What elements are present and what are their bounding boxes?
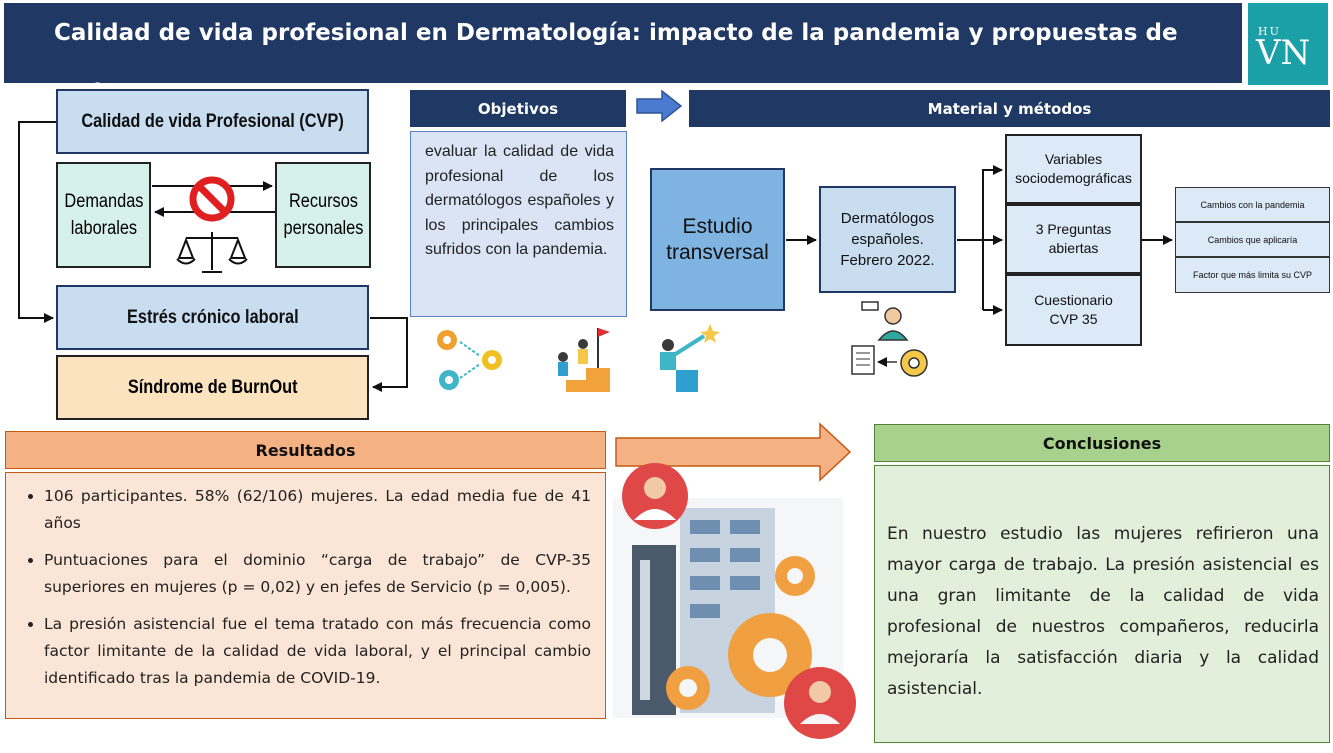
teamwork-stairs-icon — [546, 328, 610, 392]
cvp-box: Calidad de vida Profesional (CVP) — [56, 89, 369, 154]
dermatologos-box: Dermatólogos españoles. Febrero 2022. — [819, 186, 956, 293]
resultados-header: Resultados — [5, 431, 606, 469]
variables-box: Variables sociodemográficas — [1005, 134, 1142, 204]
estres-box: Estrés crónico laboral — [56, 285, 369, 350]
demandas-box: Demandas laborales — [56, 162, 151, 268]
outcome-cambios-pandemia: Cambios con la pandemia — [1175, 187, 1330, 222]
preguntas-box: 3 Preguntas abiertas — [1005, 204, 1142, 274]
conclusiones-text: En nuestro estudio las mujeres refiriero… — [874, 465, 1330, 743]
objetivos-text: evaluar la calidad de vida profesional d… — [410, 131, 627, 317]
connector-cvp-estres — [18, 121, 56, 323]
material-header: Material y métodos — [689, 90, 1330, 127]
resultado-item: 106 participantes. 58% (62/106) mujeres.… — [44, 483, 591, 537]
researcher-icon — [851, 301, 928, 377]
resultados-body: 106 participantes. 58% (62/106) mujeres.… — [5, 472, 606, 719]
outcome-cambios-aplicaria: Cambios que aplicaría — [1175, 222, 1330, 257]
branch-line — [982, 165, 1003, 310]
gears-icon — [437, 330, 502, 390]
scale-icon — [176, 232, 248, 273]
hospital-logo: HU VN — [1248, 3, 1328, 85]
blue-arrow — [636, 89, 683, 123]
target-person-icon — [660, 324, 720, 392]
prohibited-icon — [189, 176, 235, 222]
resultado-item: Puntuaciones para el dominio “carga de t… — [44, 547, 591, 601]
objetivos-header: Objetivos — [410, 90, 626, 127]
hospital-illustration-icon — [613, 463, 856, 739]
outcome-factor-limita: Factor que más limita su CVP — [1175, 257, 1330, 293]
estudio-box: Estudio transversal — [650, 168, 785, 311]
page-title: Calidad de vida profesional en Dermatolo… — [4, 3, 1242, 106]
burnout-box: Síndrome de BurnOut — [56, 355, 369, 420]
recursos-box: Recursos personales — [275, 162, 371, 268]
cuestionario-box: Cuestionario CVP 35 — [1005, 274, 1142, 346]
resultado-item: La presión asistencial fue el tema trata… — [44, 611, 591, 692]
conclusiones-header: Conclusiones — [874, 424, 1330, 462]
connector-estres-burnout — [370, 317, 408, 392]
